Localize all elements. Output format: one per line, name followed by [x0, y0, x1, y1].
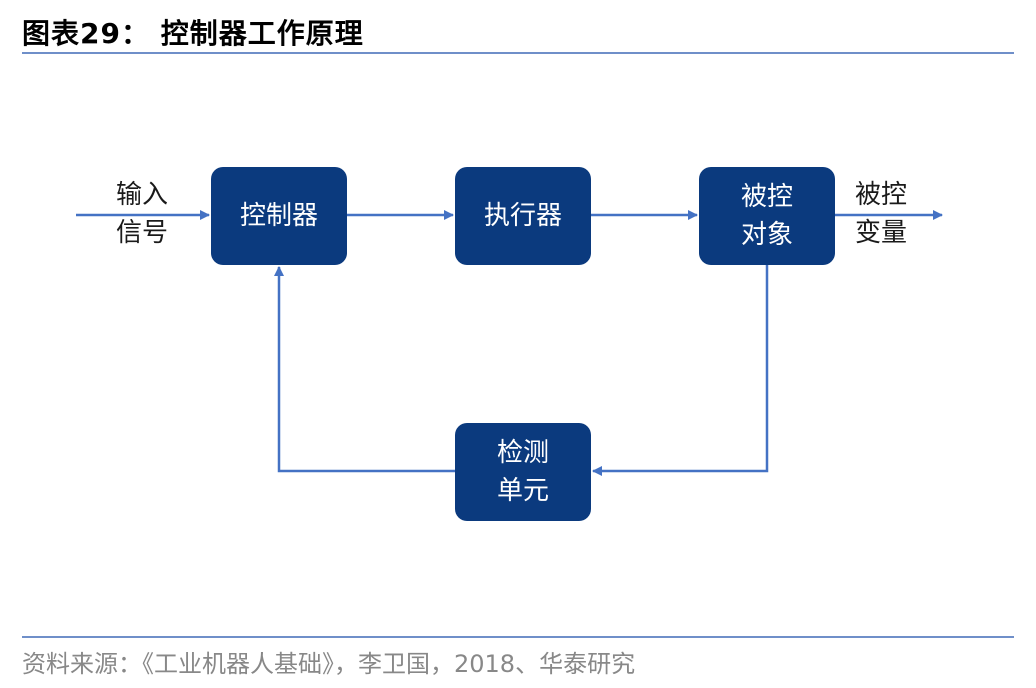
actuator-block: 执行器	[455, 167, 591, 265]
figure-title: 图表29： 控制器工作原理	[22, 17, 364, 50]
input-signal-line-1: 输入	[115, 180, 168, 210]
plant-label-line-2: 对象	[740, 220, 793, 250]
sensor-label-line-2: 单元	[496, 476, 549, 506]
sensor-label-line-1: 检测	[496, 438, 549, 468]
sensor-block: 检测 单元	[455, 423, 591, 521]
sensor-to-controller-arrow	[274, 266, 455, 473]
actuator-label: 执行器	[483, 201, 562, 231]
input-signal-line-2: 信号	[115, 218, 168, 248]
plant-block: 被控 对象	[699, 167, 835, 265]
plant-label-line-1: 被控	[740, 182, 793, 212]
controller-block: 控制器	[211, 167, 347, 265]
output-variable-line-1: 被控	[854, 180, 907, 210]
output-variable-line-2: 变量	[854, 218, 907, 248]
title-divider	[22, 52, 1014, 54]
source-note: 资料来源：《工业机器人基础》，李卫国，2018、华泰研究	[22, 650, 636, 678]
output-variable-label: 被控 变量	[843, 176, 919, 252]
footer-divider	[22, 636, 1014, 638]
controller-label: 控制器	[239, 201, 318, 231]
input-signal-label: 输入 信号	[104, 176, 180, 252]
plant-to-sensor-arrow	[592, 265, 769, 476]
